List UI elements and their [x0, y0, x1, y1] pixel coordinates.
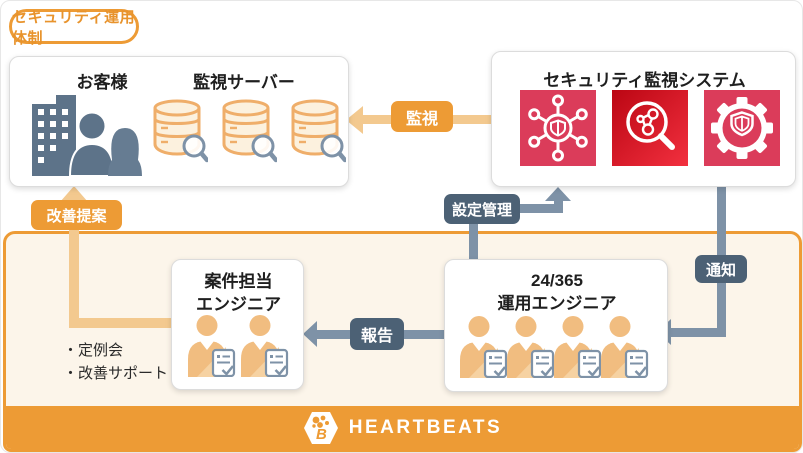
engineer-icon	[188, 315, 236, 377]
customer-label: お客様	[76, 73, 128, 92]
improvement-label: 改善提案	[31, 200, 122, 230]
ops-engineer-title-line1: 24/365	[531, 271, 583, 290]
svg-text:B: B	[316, 426, 327, 443]
engineer-icon	[601, 316, 649, 378]
security-hub-icon	[520, 90, 596, 166]
config-management-label-text: 設定管理	[451, 201, 512, 219]
notification-label: 通知	[695, 255, 747, 283]
security-system-box: セキュリティ監視システム	[491, 51, 796, 187]
title-badge-label: セキュリティ運用体制	[12, 8, 136, 47]
engineer-icon	[554, 316, 602, 378]
monitoring-label-text: 監視	[405, 110, 438, 128]
note-improvement-support: ・改善サポート	[63, 365, 169, 382]
engineer-icon	[241, 315, 289, 377]
project-engineer-title: 案件担当 エンジニア	[172, 270, 305, 316]
customer-server-box: お客様 監視サーバー	[9, 56, 349, 187]
database-search-icon	[291, 99, 346, 163]
project-engineer-box: 案件担当 エンジニア	[171, 259, 304, 390]
firewall-gear-icon	[704, 90, 780, 166]
ops-engineer-title: 24/365 運用エンジニア	[445, 269, 669, 315]
report-label-text: 報告	[360, 328, 393, 345]
project-engineer-title-line1: 案件担当	[204, 272, 273, 291]
monitoring-label: 監視	[391, 101, 453, 132]
note-regular-meeting: ・定例会	[63, 342, 124, 359]
heartbeats-brand-text: HEARTBEATS	[348, 416, 503, 438]
config-management-label: 設定管理	[444, 194, 520, 224]
notification-label-text: 通知	[705, 261, 736, 279]
engineer-icon	[460, 316, 508, 378]
ops-engineer-title-line2: 運用エンジニア	[497, 294, 617, 313]
footer-band: B HEARTBEATS	[6, 406, 799, 449]
ops-engineer-box: 24/365 運用エンジニア	[444, 259, 668, 392]
heartbeats-logo-icon: B	[303, 411, 338, 444]
report-label: 報告	[350, 318, 404, 350]
database-search-icon	[153, 99, 208, 163]
server-label: 監視サーバー	[193, 73, 295, 92]
detective-search-icon	[612, 90, 688, 166]
project-engineer-title-line2: エンジニア	[196, 295, 281, 314]
engineer-icon	[507, 316, 555, 378]
title-badge: セキュリティ運用体制	[9, 9, 139, 47]
security-system-title: セキュリティ監視システム	[543, 71, 746, 90]
building-users-icon	[32, 95, 142, 176]
improvement-label-text: 改善提案	[46, 207, 107, 225]
database-search-icon	[222, 99, 277, 163]
